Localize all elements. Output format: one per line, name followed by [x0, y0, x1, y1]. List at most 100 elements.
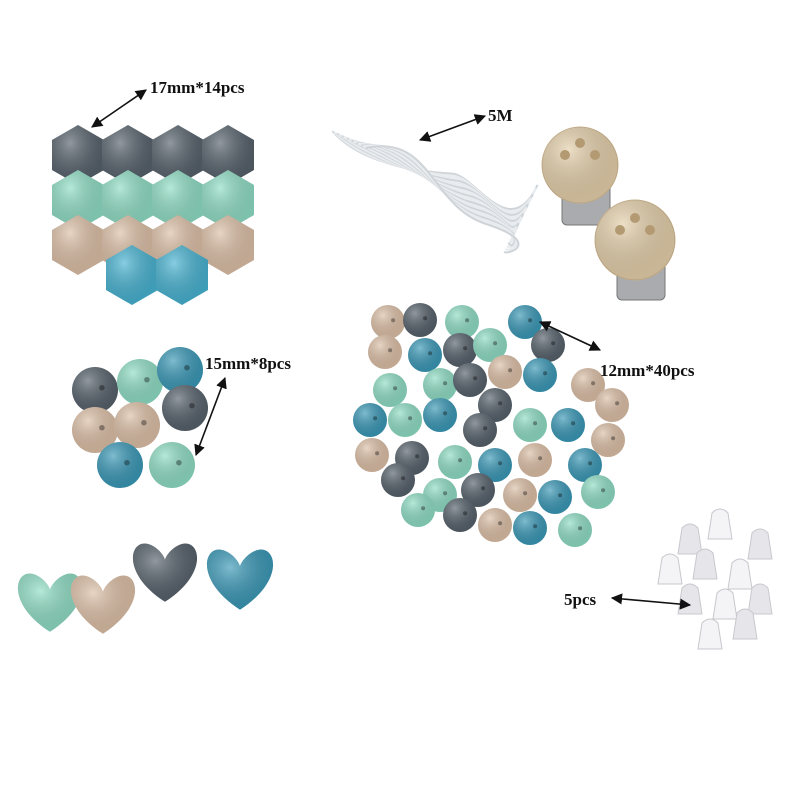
bead-shine [202, 170, 254, 230]
plastic-clasp [747, 583, 773, 615]
bead-shine [353, 403, 387, 437]
bead-hole [533, 421, 538, 426]
bead-hole [373, 416, 378, 421]
plastic-clasp [727, 558, 753, 590]
bead-shine [162, 385, 208, 431]
cord-label: 5M [488, 106, 513, 125]
plastic-clasp [707, 508, 733, 540]
bead-shine [473, 328, 507, 362]
clip-shine [595, 200, 675, 280]
plastic-clasp [657, 553, 683, 585]
bead-hole [443, 411, 448, 416]
round-beads-12mm [353, 303, 629, 547]
bead-shine [513, 408, 547, 442]
cord-strand [361, 144, 516, 247]
nylon-cord-5m [331, 130, 539, 254]
bead-hole [176, 459, 182, 466]
bead-hole [481, 486, 486, 491]
bead-hole [393, 386, 398, 391]
bead-hole [144, 376, 150, 383]
bead-hole [523, 491, 528, 496]
bead-shine [202, 125, 254, 185]
bead-hole [388, 348, 393, 353]
callout-arrows [91, 89, 692, 610]
bead-shine [373, 373, 407, 407]
bead-hole [463, 346, 468, 351]
bead-shine [52, 125, 104, 185]
bead-shine [463, 413, 497, 447]
bead-shine [438, 445, 472, 479]
clasps-label: 5pcs [564, 590, 597, 609]
bead-hole [458, 458, 463, 463]
bead-hole [591, 381, 596, 386]
bead-shine [453, 363, 487, 397]
bead-hole [543, 371, 548, 376]
bead-shine [114, 402, 160, 448]
bead-shine [371, 305, 405, 339]
bead-shine [443, 333, 477, 367]
bead-hole [99, 384, 105, 391]
bead-shine [595, 388, 629, 422]
bead-hole [483, 426, 488, 431]
bead-shine [568, 448, 602, 482]
bead-hole [533, 524, 538, 529]
bead-hole [391, 318, 396, 323]
bead-hole [415, 454, 420, 459]
bead-shine [102, 125, 154, 185]
bead-shine [157, 347, 203, 393]
double-arrow [610, 593, 692, 610]
bead-hole [498, 521, 503, 526]
bead-hole [498, 461, 503, 466]
bead-shine [403, 303, 437, 337]
bead-shine [206, 549, 274, 610]
round-12mm-label: 12mm*40pcs [600, 361, 695, 380]
bead-shine [558, 513, 592, 547]
bead-hole [141, 419, 147, 426]
clip-shine [542, 127, 618, 203]
bead-hole [465, 318, 470, 323]
bead-hole [615, 401, 620, 406]
bead-shine [106, 245, 158, 305]
bead-hole [408, 416, 413, 421]
clip-hole [615, 225, 625, 235]
bead-hole [99, 424, 105, 431]
bead-shine [488, 355, 522, 389]
plastic-clasp [747, 528, 773, 560]
bead-hole [588, 461, 593, 466]
bead-shine [152, 125, 204, 185]
bead-hole [508, 368, 513, 373]
bead-hole [493, 341, 498, 346]
bead-shine [52, 215, 104, 275]
bead-hole [428, 351, 433, 356]
bead-shine [478, 448, 512, 482]
bead-hole [421, 506, 426, 511]
bead-hole [189, 402, 195, 409]
bead-hole [558, 493, 563, 498]
double-arrow [91, 89, 147, 128]
bead-shine [152, 170, 204, 230]
bead-hole [571, 421, 576, 426]
bead-shine [408, 338, 442, 372]
bead-shine [388, 403, 422, 437]
clip-hole [630, 213, 640, 223]
bead-hole [611, 436, 616, 441]
bead-shine [591, 423, 625, 457]
bead-shine [461, 473, 495, 507]
bead-shine [97, 442, 143, 488]
bead-hole [184, 364, 190, 371]
bead-shine [72, 407, 118, 453]
bead-shine [513, 511, 547, 545]
bead-shine [401, 493, 435, 527]
plastic-clasp [712, 588, 738, 620]
bead-shine [355, 438, 389, 472]
bead-hole [401, 476, 406, 481]
bead-shine [381, 463, 415, 497]
bead-hole [443, 491, 448, 496]
round-15mm-label: 15mm*8pcs [205, 354, 291, 373]
plastic-clasp [697, 618, 723, 650]
bead-shine [132, 543, 198, 602]
bead-hole [423, 316, 428, 321]
bead-shine [503, 478, 537, 512]
bead-shine [117, 359, 163, 405]
